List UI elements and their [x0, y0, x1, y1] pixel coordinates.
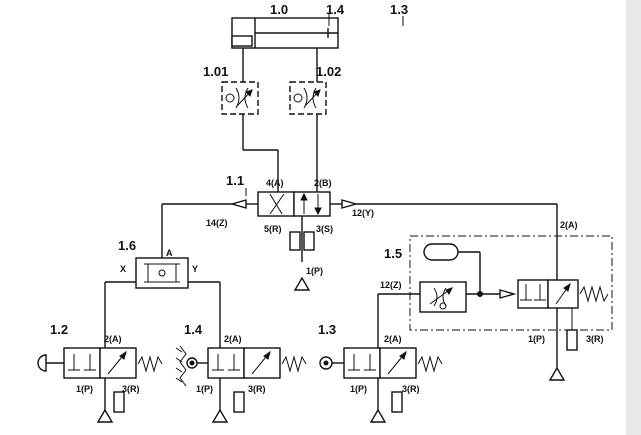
port-label-v13-a: 2(A) — [384, 334, 402, 344]
port-label-shuttle-y: Y — [192, 264, 198, 274]
port-label-v12-r: 3(R) — [122, 384, 140, 394]
port-label-timer-z: 12(Z) — [380, 280, 402, 290]
v12-supply-symbol — [96, 408, 114, 423]
v14-exhaust — [233, 391, 245, 413]
main-valve-label: 1.1 — [226, 173, 244, 188]
v13-supply-symbol — [369, 408, 387, 423]
port-label-main-y: 12(Y) — [352, 208, 374, 218]
port-label-timer-p: 1(P) — [528, 334, 545, 344]
timer-supply-symbol — [548, 366, 566, 381]
limit-valve-1-4 — [175, 345, 307, 387]
rod-sensor-end-label: 1.3 — [390, 2, 408, 17]
timer-pilot-arrow — [499, 289, 517, 299]
flow-valve-right-label: 1.02 — [316, 64, 341, 79]
port-label-main-a: 4(A) — [266, 178, 284, 188]
cylinder-1-0 — [231, 17, 339, 49]
port-label-v14-p: 1(P) — [196, 384, 213, 394]
timer-junction — [477, 291, 483, 297]
port-label-v12-a: 2(A) — [104, 334, 122, 344]
port-label-main-r: 5(R) — [264, 224, 282, 234]
start-valve-label: 1.2 — [50, 322, 68, 337]
port-label-main-z: 14(Z) — [206, 218, 228, 228]
port-label-v14-r: 3(R) — [248, 384, 266, 394]
port-label-v14-a: 2(A) — [224, 334, 242, 344]
port-label-shuttle-a: A — [166, 248, 173, 258]
shuttle-valve-label: 1.6 — [118, 238, 136, 253]
start-valve-1-2 — [37, 347, 163, 379]
port-label-shuttle-x: X — [120, 264, 126, 274]
timer-exhaust — [566, 329, 578, 351]
v14-supply-symbol — [211, 408, 229, 423]
port-label-main-b: 2(B) — [314, 178, 332, 188]
cylinder-label: 1.0 — [270, 2, 288, 17]
timer-valve — [517, 279, 609, 309]
port-label-timer-r: 3(R) — [586, 334, 604, 344]
port-label-v12-p: 1(P) — [76, 384, 93, 394]
port-label-v13-p: 1(P) — [350, 384, 367, 394]
timer-reservoir — [423, 243, 459, 261]
page-edge-shadow — [626, 0, 641, 435]
flow-valve-left-label: 1.01 — [203, 64, 228, 79]
port-label-timer-a: 2(A) — [560, 220, 578, 230]
shuttle-valve-1-6 — [135, 257, 189, 289]
v13-exhaust — [391, 391, 403, 413]
main-exhaust-s — [303, 231, 315, 251]
flow-control-valve-1-01 — [221, 81, 259, 115]
main-valve-1-1 — [229, 191, 359, 217]
flow-control-valve-1-02 — [289, 81, 327, 115]
port-label-v13-r: 3(R) — [402, 384, 420, 394]
rod-sensor-label: 1.4 — [326, 2, 345, 17]
port-label-main-p: 1(P) — [306, 266, 323, 276]
limit-valve-b-label: 1.3 — [318, 322, 336, 337]
limit-valve-1-3 — [319, 347, 443, 379]
timer-throttle-valve — [419, 281, 467, 313]
timer-module-label: 1.5 — [384, 246, 402, 261]
main-supply-symbol — [293, 276, 311, 291]
timer-module-boundary — [409, 235, 613, 331]
main-exhaust-r — [289, 231, 301, 251]
limit-valve-a-label: 1.4 — [184, 322, 203, 337]
port-label-main-s: 3(S) — [316, 224, 333, 234]
v12-exhaust — [113, 391, 125, 413]
